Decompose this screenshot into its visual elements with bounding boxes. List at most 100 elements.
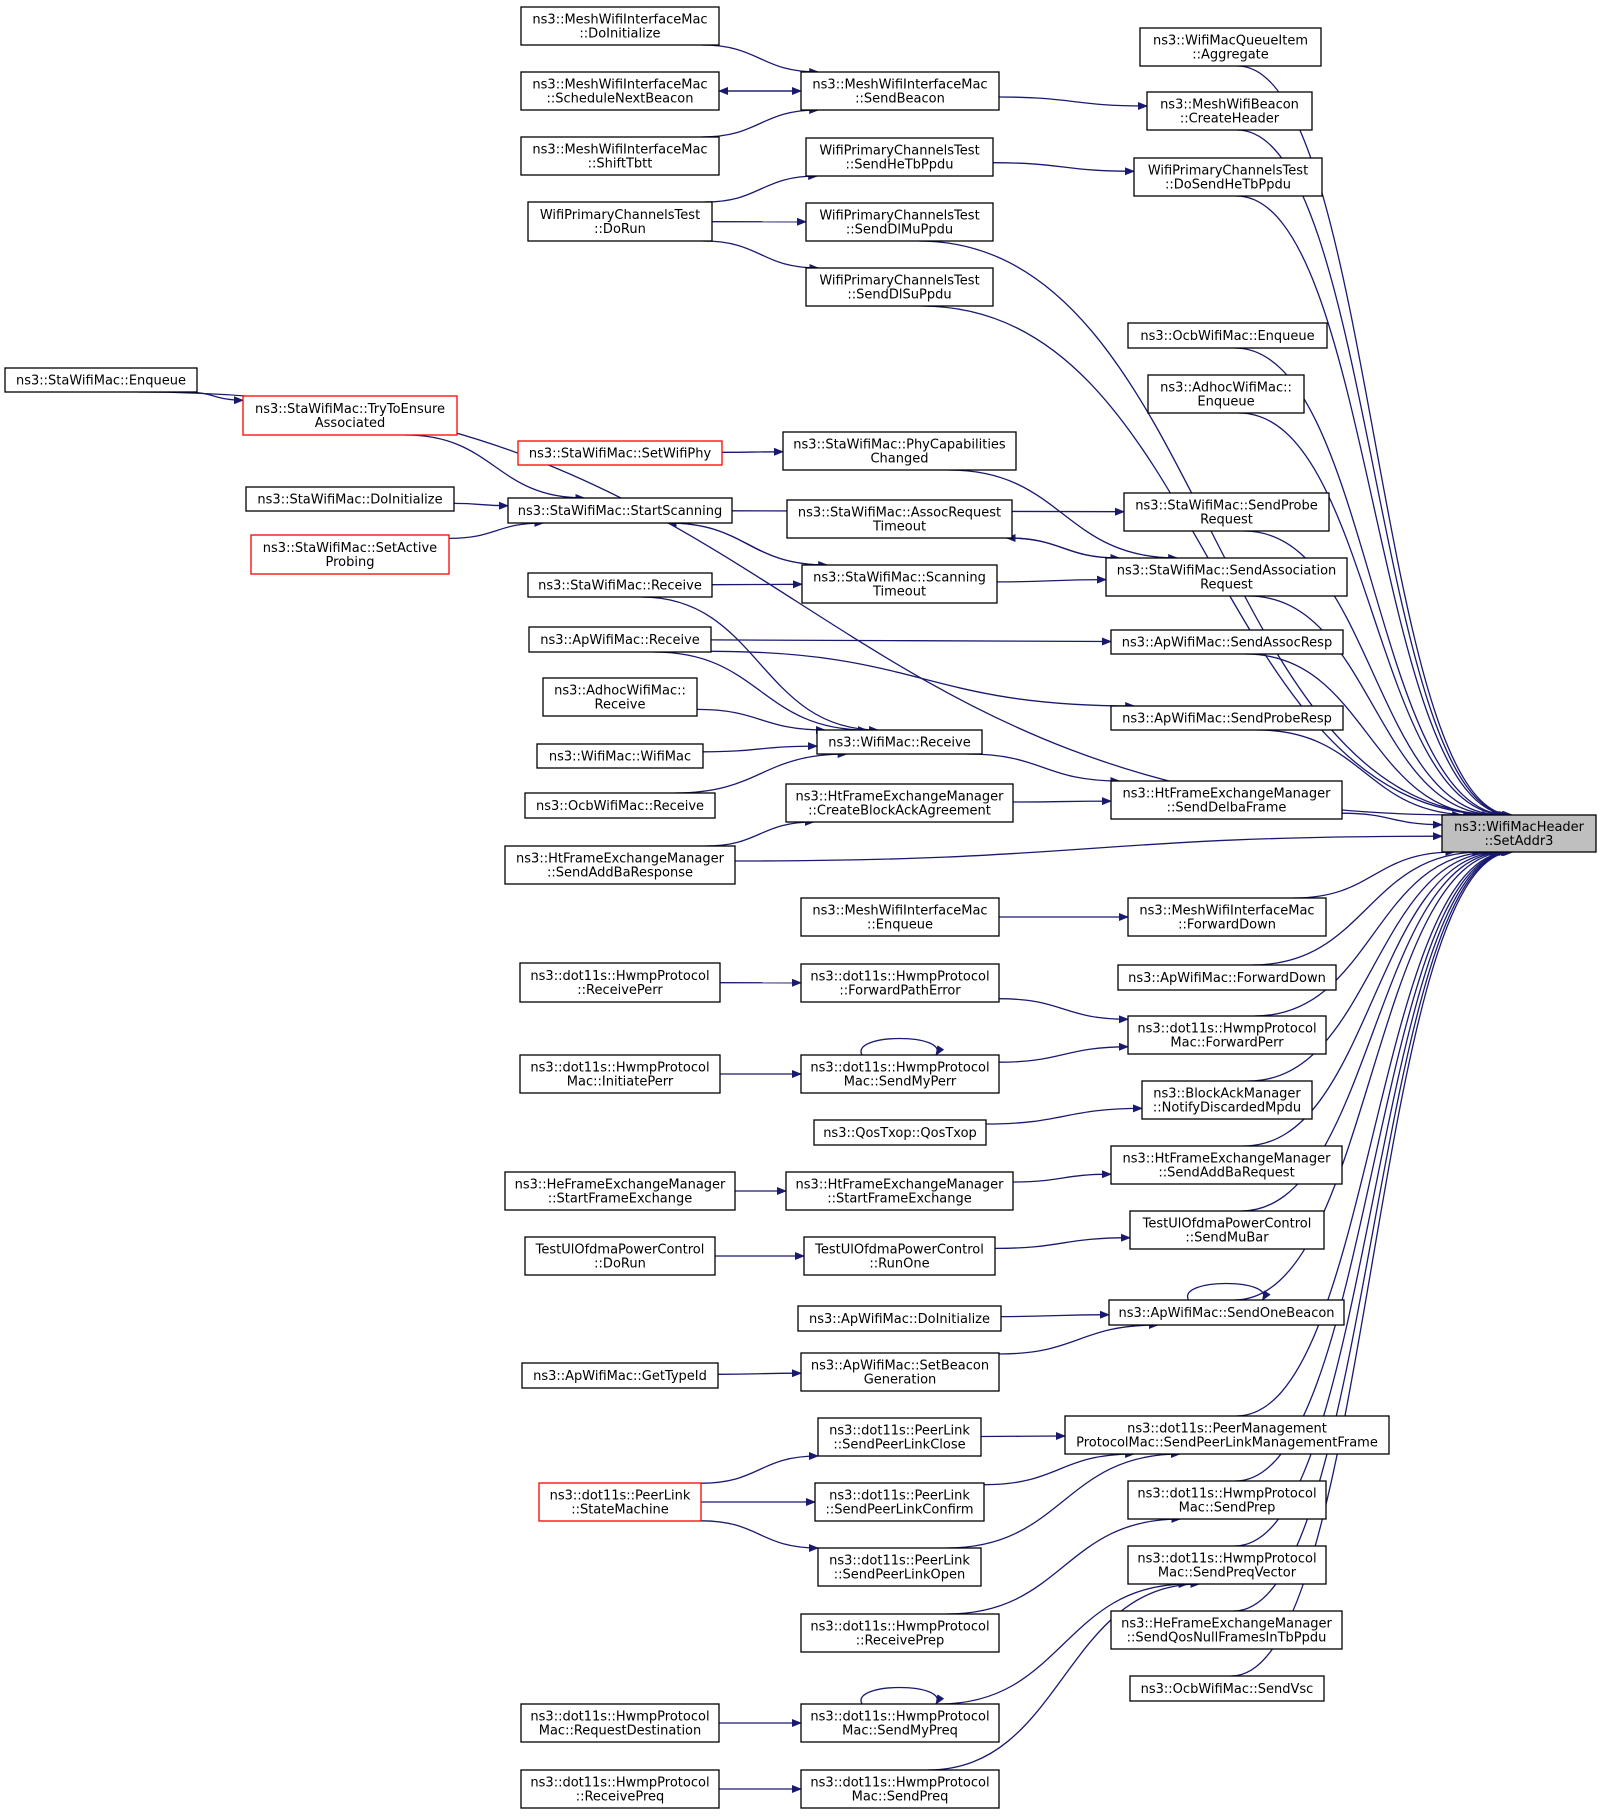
node-qostxop[interactable]: ns3::QosTxop::QosTxop bbox=[813, 1119, 987, 1146]
node-sendaddbaresp[interactable]: ns3::HtFrameExchangeManager::SendAddBaRe… bbox=[504, 845, 736, 885]
node-setaddr3[interactable]: ns3::WifiMacHeader::SetAddr3 bbox=[1441, 814, 1597, 853]
node-box bbox=[1129, 1210, 1325, 1250]
node-htstartfe[interactable]: ns3::HtFrameExchangeManager::StartFrameE… bbox=[785, 1171, 1014, 1211]
node-wifimacctor[interactable]: ns3::WifiMac::WifiMac bbox=[536, 743, 704, 769]
node-label: ns3::StaWifiMac::AssocRequest bbox=[798, 506, 1001, 521]
node-apreceive[interactable]: ns3::ApWifiMac::Receive bbox=[528, 626, 712, 653]
edge-senddelba-to-setaddr3 bbox=[1341, 812, 1443, 829]
node-stadoinit[interactable]: ns3::StaWifiMac::DoInitialize bbox=[245, 486, 455, 512]
node-wifimacreceive[interactable]: ns3::WifiMac::Receive bbox=[816, 729, 983, 755]
edge-meshsendbeacon-to-createheader bbox=[998, 96, 1148, 110]
node-sendassocresp[interactable]: ns3::ApWifiMac::SendAssocResp bbox=[1110, 629, 1344, 655]
edge-apreceive-to-sendassocresp bbox=[710, 637, 1112, 646]
edge-sendproberesp-to-setaddr3 bbox=[1257, 729, 1474, 819]
node-meshdoinit[interactable]: ns3::MeshWifiInterfaceMac::DoInitialize bbox=[520, 6, 720, 46]
node-receivepreq[interactable]: ns3::dot11s::HwmpProtocol::ReceivePreq bbox=[520, 1769, 720, 1809]
node-senddlmu[interactable]: WifiPrimaryChannelsTest::SendDlMuPpdu bbox=[805, 202, 994, 242]
node-adhocenqueue[interactable]: ns3::AdhocWifiMac::Enqueue bbox=[1147, 374, 1305, 414]
node-initiateperr[interactable]: ns3::dot11s::HwmpProtocolMac::InitiatePe… bbox=[519, 1054, 721, 1094]
node-meshfwddown[interactable]: ns3::MeshWifiInterfaceMac::ForwardDown bbox=[1127, 897, 1327, 937]
node-ocbreceive[interactable]: ns3::OcbWifiMac::Receive bbox=[524, 792, 716, 819]
node-apgettypeid[interactable]: ns3::ApWifiMac::GetTypeId bbox=[521, 1362, 719, 1389]
node-sendonebeacon[interactable]: ns3::ApWifiMac::SendOneBeacon bbox=[1108, 1299, 1345, 1326]
edge-setbeacongen-to-sendonebeacon bbox=[998, 1321, 1159, 1355]
node-adhocreceive[interactable]: ns3::AdhocWifiMac::Receive bbox=[542, 677, 698, 717]
node-sendproberesp[interactable]: ns3::ApWifiMac::SendProbeResp bbox=[1110, 705, 1344, 731]
node-stareceive[interactable]: ns3::StaWifiMac::Receive bbox=[527, 572, 713, 598]
node-createblockack[interactable]: ns3::HtFrameExchangeManager::CreateBlock… bbox=[785, 783, 1014, 823]
node-aggregate[interactable]: ns3::WifiMacQueueItem::Aggregate bbox=[1139, 27, 1322, 67]
node-sendplmf[interactable]: ns3::dot11s::PeerManagementProtocolMac::… bbox=[1064, 1415, 1390, 1455]
node-label: ns3::MeshWifiInterfaceMac bbox=[1139, 904, 1314, 919]
node-ulofdmadorun[interactable]: TestUlOfdmaPowerControl::DoRun bbox=[524, 1236, 716, 1276]
edge-createblockack-to-senddelba bbox=[1012, 797, 1112, 806]
node-box bbox=[814, 1482, 985, 1522]
node-sendqosnull[interactable]: ns3::HeFrameExchangeManager::SendQosNull… bbox=[1110, 1610, 1343, 1650]
node-macfwdperr[interactable]: ns3::dot11s::HwmpProtocolMac::ForwardPer… bbox=[1127, 1015, 1327, 1055]
node-meshschednext[interactable]: ns3::MeshWifiInterfaceMac::ScheduleNextB… bbox=[520, 71, 720, 111]
node-primdorun[interactable]: WifiPrimaryChannelsTest::DoRun bbox=[527, 201, 713, 242]
edge-plsendopen-to-sendplmf bbox=[946, 1450, 1181, 1549]
node-senddelba[interactable]: ns3::HtFrameExchangeManager::SendDelbaFr… bbox=[1110, 780, 1343, 820]
node-label: ::SendPeerLinkConfirm bbox=[825, 1503, 973, 1518]
node-box bbox=[520, 1703, 720, 1743]
node-box bbox=[4, 367, 198, 393]
node-receiveperr[interactable]: ns3::dot11s::HwmpProtocol::ReceivePerr bbox=[519, 962, 721, 1003]
node-box bbox=[785, 1171, 1014, 1211]
node-sendaddbareq[interactable]: ns3::HtFrameExchangeManager::SendAddBaRe… bbox=[1110, 1145, 1343, 1185]
node-plsendclose[interactable]: ns3::dot11s::PeerLink::SendPeerLinkClose bbox=[817, 1417, 982, 1457]
node-label: ::SetAddr3 bbox=[1485, 834, 1554, 849]
node-ocbenqueue[interactable]: ns3::OcbWifiMac::Enqueue bbox=[1127, 322, 1328, 349]
node-box bbox=[813, 1119, 987, 1146]
node-plsendopen[interactable]: ns3::dot11s::PeerLink::SendPeerLinkOpen bbox=[817, 1547, 982, 1587]
node-senddlsu[interactable]: WifiPrimaryChannelsTest::SendDlSuPpdu bbox=[805, 267, 994, 307]
node-label: ::DoSendHeTbPpdu bbox=[1165, 178, 1291, 193]
node-staenqueue[interactable]: ns3::StaWifiMac::Enqueue bbox=[4, 367, 198, 393]
node-createheader[interactable]: ns3::MeshWifiBeacon::CreateHeader bbox=[1146, 91, 1313, 131]
node-label: ns3::StaWifiMac::Enqueue bbox=[16, 374, 186, 389]
node-label: ns3::AdhocWifiMac:: bbox=[554, 684, 686, 699]
node-meshsendbeacon[interactable]: ns3::MeshWifiInterfaceMac::SendBeacon bbox=[800, 71, 1000, 111]
node-box bbox=[1110, 629, 1344, 655]
edge-receiveprep-to-macsendprep bbox=[946, 1515, 1182, 1615]
node-meshenqueue[interactable]: ns3::MeshWifiInterfaceMac::Enqueue bbox=[800, 897, 1000, 937]
edge-assoctimeout-to-sendassocreq bbox=[1006, 537, 1121, 562]
node-dosendhetb[interactable]: WifiPrimaryChannelsTest::DoSendHeTbPpdu bbox=[1133, 157, 1323, 197]
node-apdoinit[interactable]: ns3::ApWifiMac::DoInitialize bbox=[797, 1305, 1002, 1332]
edge-ocbreceive-to-wifimacreceive bbox=[674, 750, 848, 794]
node-box bbox=[1117, 964, 1337, 991]
node-plsendconfirm[interactable]: ns3::dot11s::PeerLink::SendPeerLinkConfi… bbox=[814, 1482, 985, 1522]
node-box bbox=[1064, 1415, 1390, 1455]
node-label: ::DoRun bbox=[594, 1257, 646, 1272]
node-ocbsendvsc[interactable]: ns3::OcbWifiMac::SendVsc bbox=[1129, 1675, 1325, 1702]
edge-macsendmypreq-to-macsendpreqvec bbox=[939, 1580, 1189, 1705]
node-startscanning[interactable]: ns3::StaWifiMac::StartScanning bbox=[507, 497, 733, 524]
node-label: ::SendQosNullFramesInTbPpdu bbox=[1127, 1631, 1327, 1646]
node-meshshift[interactable]: ns3::MeshWifiInterfaceMac::ShiftTbtt bbox=[520, 136, 720, 176]
node-apfwddown[interactable]: ns3::ApWifiMac::ForwardDown bbox=[1117, 964, 1337, 991]
node-setwifiphy[interactable]: ns3::StaWifiMac::SetWifiPhy bbox=[517, 440, 723, 466]
node-requestdest[interactable]: ns3::dot11s::HwmpProtocolMac::RequestDes… bbox=[520, 1703, 720, 1743]
node-fwdpatherr[interactable]: ns3::dot11s::HwmpProtocol::ForwardPathEr… bbox=[800, 963, 1000, 1003]
node-plstatemachine[interactable]: ns3::dot11s::PeerLink::StateMachine bbox=[538, 1482, 702, 1522]
node-macsendpreqvec[interactable]: ns3::dot11s::HwmpProtocolMac::SendPreqVe… bbox=[1127, 1545, 1327, 1585]
node-notifydiscarded[interactable]: ns3::BlockAckManager::NotifyDiscardedMpd… bbox=[1141, 1080, 1313, 1120]
node-sendmubar[interactable]: TestUlOfdmaPowerControl::SendMuBar bbox=[1129, 1210, 1325, 1250]
node-box bbox=[538, 1482, 702, 1522]
node-hestartfe[interactable]: ns3::HeFrameExchangeManager::StartFrameE… bbox=[504, 1171, 736, 1211]
node-receiveprep[interactable]: ns3::dot11s::HwmpProtocol::ReceivePrep bbox=[800, 1613, 1000, 1653]
node-sendhetb[interactable]: WifiPrimaryChannelsTest::SendHeTbPpdu bbox=[805, 137, 994, 177]
node-runone[interactable]: TestUlOfdmaPowerControl::RunOne bbox=[803, 1236, 996, 1276]
